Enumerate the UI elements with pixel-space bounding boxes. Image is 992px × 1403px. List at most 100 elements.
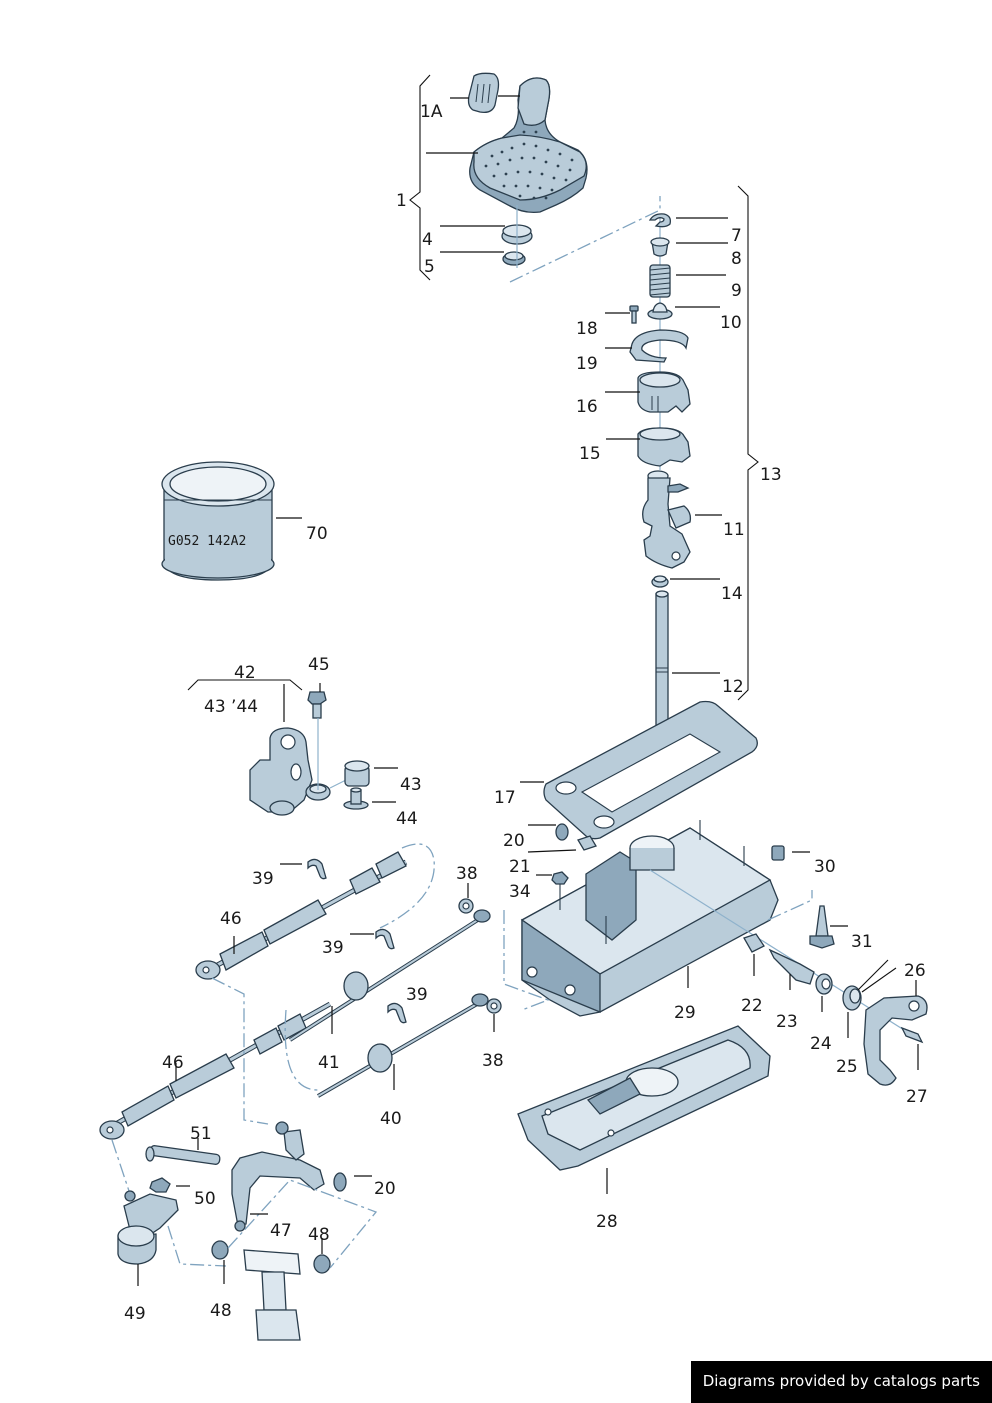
callout-43: 43	[400, 775, 422, 795]
clip-20-housing[interactable]	[555, 823, 569, 841]
clip-20-linkage[interactable]	[333, 1172, 347, 1192]
grease-can[interactable]: G052 142A2 70	[161, 461, 328, 581]
callout-40: 40	[380, 1109, 402, 1129]
screw-27[interactable]	[900, 1026, 924, 1044]
callout-4: 4	[422, 230, 433, 250]
screw-31[interactable]	[809, 905, 835, 949]
callout-51: 51	[190, 1124, 212, 1144]
callout-19: 19	[576, 354, 598, 374]
guide-ring-upper[interactable]	[637, 371, 691, 413]
callout-46-lower: 46	[162, 1053, 184, 1073]
callout-48-left: 48	[210, 1301, 232, 1321]
retaining-plate[interactable]	[629, 329, 689, 363]
callout-47: 47	[270, 1221, 292, 1241]
brace-13	[737, 185, 759, 701]
callout-39-b: 39	[322, 938, 344, 958]
callout-49: 49	[124, 1304, 146, 1324]
washer-38-b[interactable]	[486, 998, 502, 1014]
lever-joint[interactable]	[642, 470, 692, 569]
rubber-bush-43[interactable]	[344, 760, 370, 787]
sleeve-44[interactable]	[343, 787, 369, 810]
lever-plate-26[interactable]	[863, 995, 928, 1086]
callout-11: 11	[723, 520, 745, 540]
spring-25[interactable]	[842, 959, 897, 1011]
bracket[interactable]	[249, 727, 331, 816]
callout-8: 8	[731, 249, 742, 269]
guide-ring-lower[interactable]	[637, 427, 691, 467]
pivot-parts[interactable]: 22 23 24 25 26 27 31	[649, 869, 928, 1107]
callout-24: 24	[810, 1034, 832, 1054]
clip-39-c[interactable]	[387, 1002, 407, 1024]
selector-cable-lower[interactable]	[99, 1001, 332, 1140]
callout-44-bracket: 44	[396, 809, 418, 829]
screw-18[interactable]	[629, 305, 639, 324]
callout-7: 7	[731, 226, 742, 246]
callout-38-a: 38	[456, 864, 478, 884]
callout-22: 22	[741, 996, 763, 1016]
gasket[interactable]: 17	[494, 700, 758, 840]
shift-knob-assembly[interactable]: 1A 1 4 5	[396, 72, 588, 281]
callout-39-a: 39	[252, 869, 274, 889]
callout-42-subparts: 43 ’44	[204, 697, 258, 717]
relay-lever-47[interactable]	[231, 1121, 325, 1232]
bush-21[interactable]	[577, 835, 597, 851]
gear-pattern-insert[interactable]	[467, 72, 500, 113]
bush-top[interactable]	[650, 237, 670, 257]
clamp[interactable]	[502, 251, 526, 266]
gearshift-housing[interactable]: 20 21 34 30 29	[503, 820, 836, 1023]
bush-22[interactable]	[743, 933, 765, 953]
nut-50[interactable]	[149, 1177, 171, 1193]
callout-39-c: 39	[406, 985, 428, 1005]
washer-24[interactable]	[815, 973, 833, 995]
shift-cable-41[interactable]	[288, 909, 491, 1042]
callout-29: 29	[674, 1003, 696, 1023]
callout-1A: 1A	[420, 102, 443, 122]
callout-20-linkage: 20	[374, 1179, 396, 1199]
callout-21: 21	[509, 857, 531, 877]
washer-38-a[interactable]	[458, 898, 474, 914]
callout-34: 34	[509, 882, 531, 902]
shift-knob-with-boot[interactable]	[469, 77, 588, 214]
base-plate[interactable]: 28	[517, 1025, 771, 1232]
bolt-45[interactable]	[307, 691, 327, 719]
callout-16: 16	[576, 397, 598, 417]
bush-14[interactable]	[651, 575, 669, 588]
clip-39-a[interactable]	[307, 858, 327, 880]
shift-cable-40[interactable]	[316, 993, 489, 1098]
callout-9: 9	[731, 281, 742, 301]
clip-30[interactable]	[771, 845, 785, 861]
callout-25: 25	[836, 1057, 858, 1077]
callout-27: 27	[906, 1087, 928, 1107]
bush-48-left[interactable]	[211, 1240, 229, 1260]
callout-23: 23	[776, 1012, 798, 1032]
brace-1	[409, 74, 431, 281]
callout-45: 45	[308, 655, 330, 675]
pivot-pin-23[interactable]	[768, 948, 815, 985]
callout-48-right: 48	[308, 1225, 330, 1245]
spring[interactable]	[649, 264, 671, 298]
selector-lever-49[interactable]	[117, 1190, 179, 1265]
circlip[interactable]	[648, 213, 672, 228]
callout-17: 17	[494, 788, 516, 808]
clip-39-b[interactable]	[375, 928, 395, 950]
callout-5: 5	[424, 257, 435, 277]
bush-48-right[interactable]	[313, 1254, 331, 1274]
shift-lever-assembly[interactable]: 7 8 9 10 18 19 16 15 13 11 14 12	[576, 185, 782, 757]
callout-20-housing: 20	[503, 831, 525, 851]
pin-51[interactable]	[145, 1145, 221, 1165]
callout-1: 1	[396, 191, 407, 211]
callout-14: 14	[721, 584, 743, 604]
bracket-assembly[interactable]: 42 43 ’44 45 43 44	[187, 655, 422, 829]
nut-34[interactable]	[551, 871, 569, 885]
callout-10: 10	[720, 313, 742, 333]
spring-seat[interactable]	[647, 302, 673, 320]
support-tube[interactable]	[243, 1249, 301, 1341]
callout-50: 50	[194, 1189, 216, 1209]
selector-cable-upper[interactable]	[195, 851, 408, 980]
callout-28: 28	[596, 1212, 618, 1232]
callout-70: 70	[306, 524, 328, 544]
lower-linkage[interactable]: 51 50 20 47 48 49 48	[117, 1121, 396, 1341]
callout-38-b: 38	[482, 1051, 504, 1071]
callout-41: 41	[318, 1053, 340, 1073]
